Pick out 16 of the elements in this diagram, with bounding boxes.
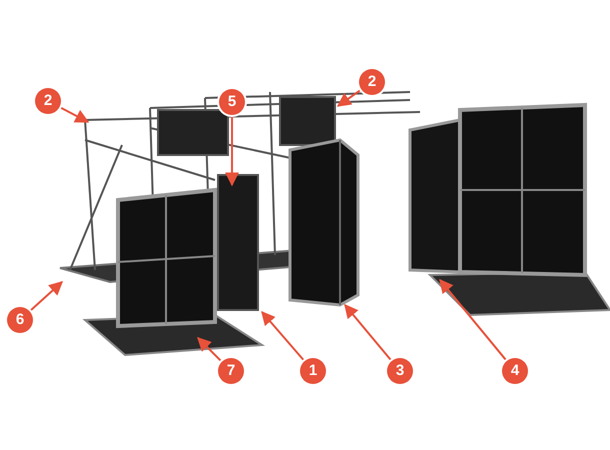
callout-number: 6 (7, 307, 33, 333)
leader-line (30, 281, 64, 312)
leader-line (261, 310, 305, 362)
leader-line (336, 89, 362, 107)
callout-number: 7 (218, 358, 244, 384)
callout-number: 4 (502, 358, 528, 384)
leader-line (439, 278, 507, 361)
callout-number: 2 (35, 88, 61, 114)
callout-number: 2 (359, 69, 385, 95)
callout-number: 5 (219, 89, 245, 115)
leader-line (225, 116, 239, 186)
leader-line (60, 106, 90, 123)
callout-number: 1 (300, 358, 326, 384)
leader-line (344, 304, 392, 361)
leader-line (197, 337, 222, 362)
callout-number: 3 (387, 358, 413, 384)
